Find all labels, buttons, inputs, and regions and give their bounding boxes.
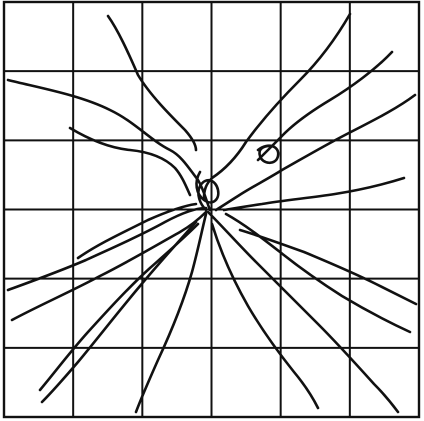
grid [4,2,419,417]
